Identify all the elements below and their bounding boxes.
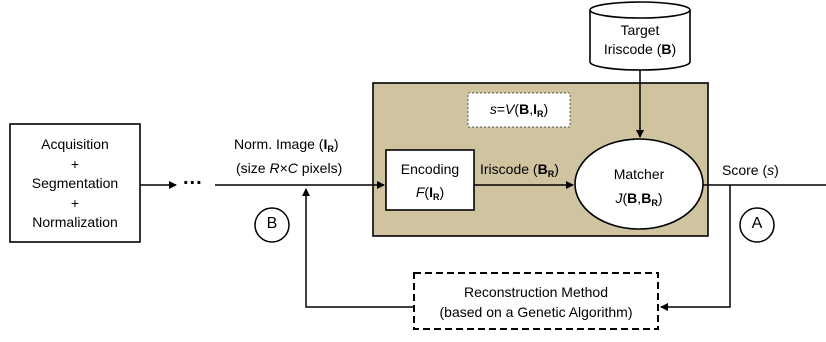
reconstruction-line-2: (based on a Genetic Algorithm)	[439, 304, 633, 320]
matcher-label: Matcher J(B,BR)	[575, 162, 703, 210]
reconstruction-to-image-arrow	[302, 188, 414, 308]
matcher-title: Matcher	[613, 166, 665, 182]
ellipsis-label: ...	[183, 167, 203, 189]
matcher-ellipse	[574, 138, 704, 230]
formula-label: s=V(B,IR)	[489, 101, 549, 119]
target-line-1: Target	[620, 22, 660, 38]
matcher-formula: J(B,BR)	[615, 190, 663, 208]
encoding-formula: F(IR)	[415, 184, 445, 202]
acquisition-line-4: +	[70, 194, 80, 211]
marker-a-circle	[739, 207, 775, 243]
acquisition-box	[9, 123, 141, 243]
marker-b-circle	[254, 207, 290, 243]
target-cylinder	[589, 1, 691, 71]
reconstruction-label: Reconstruction Method (based on a Geneti…	[414, 282, 658, 322]
acquisition-label: Acquisition + Segmentation + Normalizati…	[10, 135, 140, 233]
acquisition-line-1: Acquisition	[41, 136, 109, 152]
acquisition-line-5: Normalization	[32, 214, 118, 230]
formula-box	[467, 92, 571, 128]
encoding-title: Encoding	[400, 161, 460, 177]
score-to-reconstruction-arrow	[660, 185, 731, 311]
score-label: Score (s)	[722, 162, 779, 178]
marker-b-label: B	[266, 215, 278, 232]
encoding-label: Encoding F(IR)	[386, 158, 474, 204]
marker-a-label: A	[751, 215, 763, 232]
acquisition-line-2: +	[70, 155, 80, 172]
reconstruction-box	[413, 272, 659, 330]
acquisition-line-3: Segmentation	[31, 175, 119, 191]
reconstruction-line-1: Reconstruction Method	[464, 284, 608, 300]
encoding-box	[385, 149, 475, 211]
iriscode-label: Iriscode (BR)	[480, 161, 559, 179]
norm-image-size-label: (size R×C pixels)	[236, 160, 343, 176]
norm-image-label: Norm. Image (IR)	[234, 136, 339, 154]
target-label: Target Iriscode (B)	[590, 21, 690, 59]
target-line-2: Iriscode (B)	[603, 41, 677, 57]
